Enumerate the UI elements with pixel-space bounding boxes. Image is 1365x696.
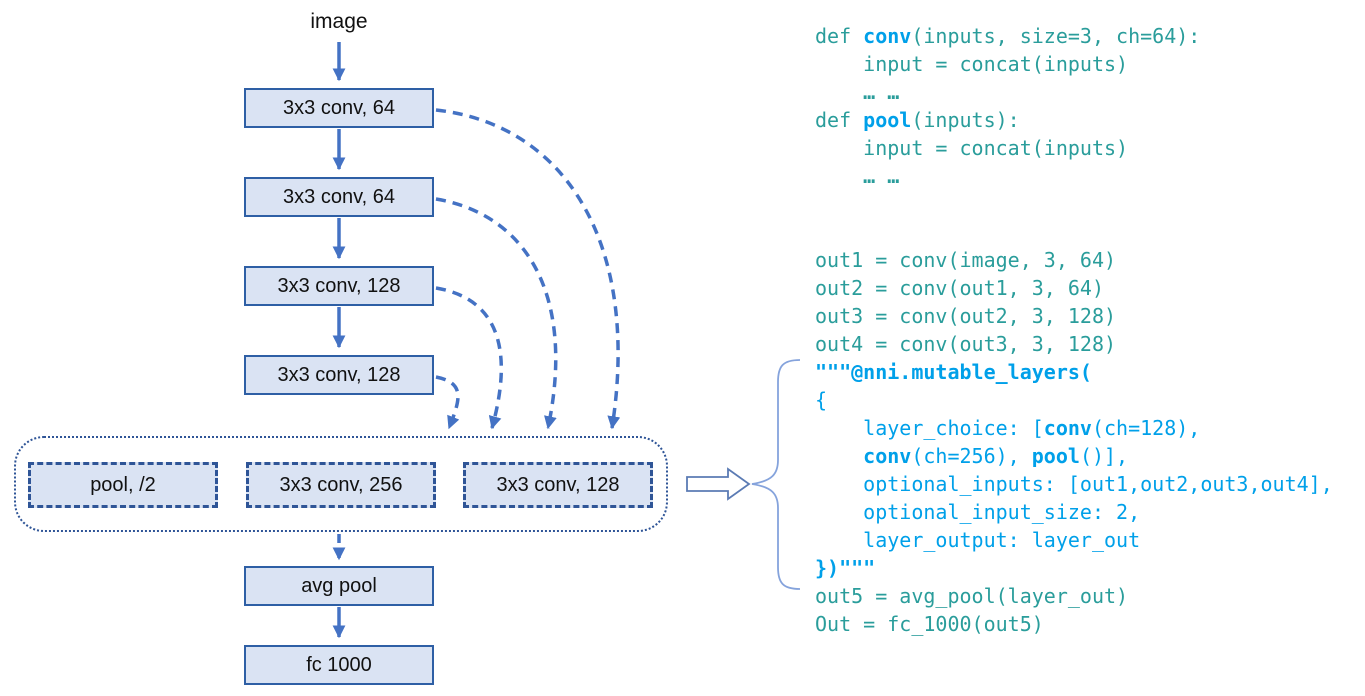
- code-line: [815, 218, 1333, 246]
- conv-box-3: 3x3 conv, 128: [244, 266, 434, 306]
- code-line: … …: [815, 80, 900, 104]
- block-arrow-icon: [686, 467, 751, 501]
- code-brace: [751, 359, 801, 590]
- code-line: out5 = avg_pool(layer_out): [815, 584, 1129, 608]
- code-line: Out = fc_1000(out5): [815, 612, 1044, 636]
- skip-arrow-conv3-to-choice: [435, 286, 504, 430]
- code-line: out2 = conv(out1, 3, 64): [815, 276, 1104, 300]
- conv-box-4: 3x3 conv, 128: [244, 355, 434, 395]
- code-line: out3 = conv(out2, 3, 128): [815, 304, 1117, 328]
- skip-arrow-conv4-to-choice: [435, 375, 460, 430]
- code-line: optional_inputs: [out1,out2,out3,out4],: [815, 472, 1333, 496]
- code-line: input = concat(inputs): [815, 52, 1129, 76]
- fc-box: fc 1000: [244, 645, 434, 685]
- input-label: image: [310, 10, 368, 33]
- skip-arrow-conv1-to-choice: [435, 108, 621, 430]
- code-line: optional_input_size: 2,: [815, 500, 1141, 524]
- code-line: })""": [815, 556, 876, 580]
- code-line: … …: [815, 164, 900, 188]
- choice-box-conv256: 3x3 conv, 256: [246, 462, 436, 508]
- conv-box-2: 3x3 conv, 64: [244, 177, 434, 217]
- skip-arrow-conv2-to-choice: [435, 197, 558, 430]
- code-line: def conv(inputs, size=3, ch=64):: [815, 24, 1201, 48]
- conv-box-1: 3x3 conv, 64: [244, 88, 434, 128]
- code-line: [815, 190, 1333, 218]
- code-line: out4 = conv(out3, 3, 128): [815, 332, 1117, 356]
- code-line: layer_choice: [conv(ch=128),: [815, 416, 1201, 440]
- code-line: def pool(inputs):: [815, 108, 1020, 132]
- avgpool-box: avg pool: [244, 566, 434, 606]
- code-line: input = concat(inputs): [815, 136, 1129, 160]
- layer-choice-container: [14, 436, 668, 532]
- code-line: """@nni.mutable_layers(: [815, 360, 1092, 384]
- choice-box-conv128: 3x3 conv, 128: [463, 462, 653, 508]
- code-line: out1 = conv(image, 3, 64): [815, 248, 1117, 272]
- code-line: layer_output: layer_out: [815, 528, 1141, 552]
- code-line: {: [815, 388, 828, 412]
- code-panel: def conv(inputs, size=3, ch=64): input =…: [815, 22, 1333, 638]
- code-line: conv(ch=256), pool()],: [863, 444, 1129, 468]
- choice-box-pool: pool, /2: [28, 462, 218, 508]
